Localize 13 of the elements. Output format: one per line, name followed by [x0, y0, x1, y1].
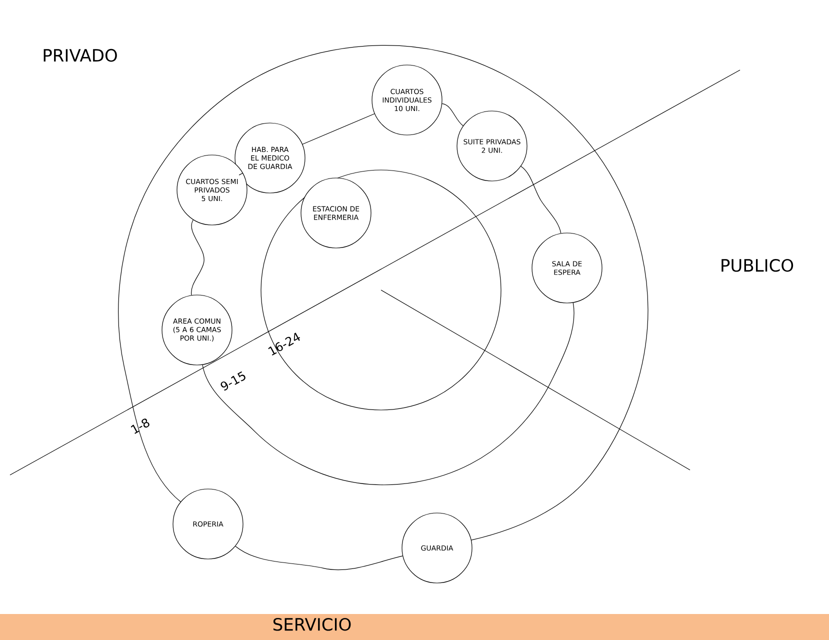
ring-arc: [202, 302, 574, 486]
connector-line: [238, 172, 244, 176]
ring-arc: [118, 45, 648, 540]
range-label: 1-8: [130, 418, 150, 434]
zone-label: PRIVADO: [44, 48, 117, 62]
ring-arc: [235, 546, 403, 570]
range-label: 9-15: [220, 371, 246, 391]
ring-arc: [442, 103, 464, 126]
ring-arc: [191, 220, 204, 296]
ring-arc: [520, 166, 562, 234]
connector-line: [302, 113, 375, 145]
zone-label: SERVICIO: [273, 618, 351, 631]
zone-label: PUBLICO: [722, 258, 794, 272]
